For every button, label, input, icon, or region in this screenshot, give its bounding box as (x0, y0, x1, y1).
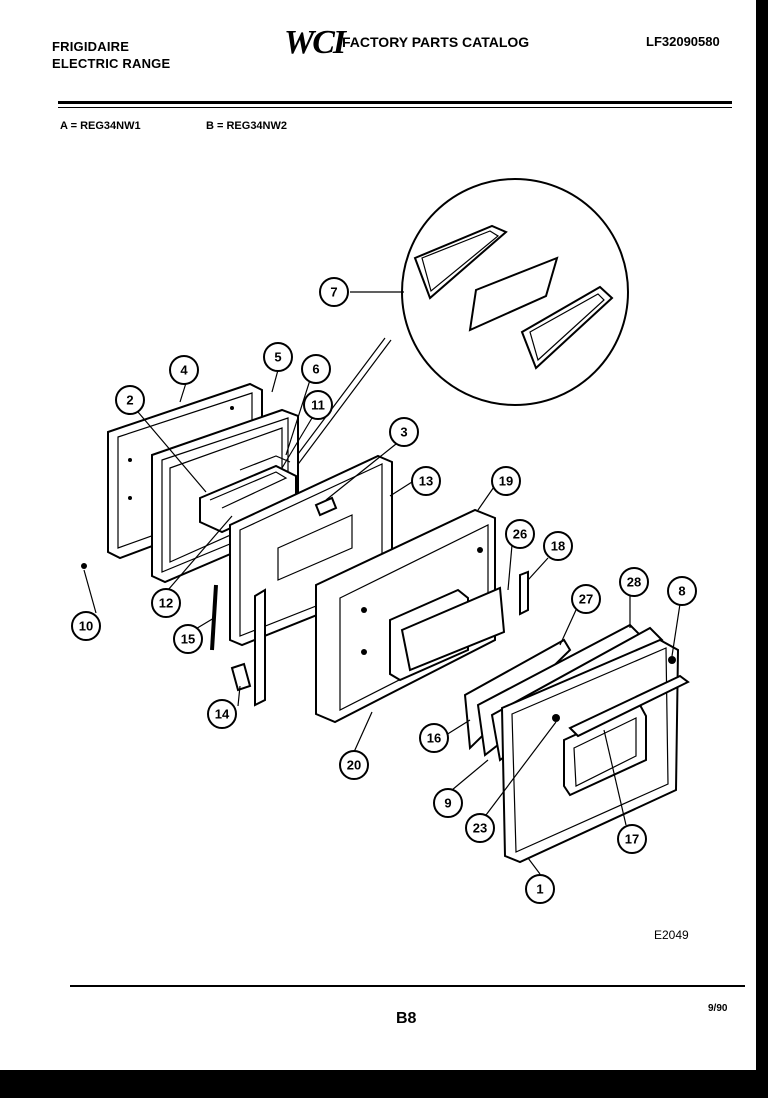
svg-text:2: 2 (126, 393, 133, 408)
callout-3: 3 (389, 417, 419, 447)
callout-23: 23 (465, 813, 495, 843)
svg-text:3: 3 (400, 425, 407, 440)
page-number: B8 (396, 1010, 417, 1027)
callout-7: 7 (319, 277, 349, 307)
exploded-door-diagram: 1 2 3 4 5 6 7 8 9 10 11 12 13 14 15 16 1… (71, 178, 697, 904)
revision-date: 9/90 (708, 1003, 728, 1014)
diagram-code: E2049 (654, 928, 689, 942)
callout-15: 15 (173, 624, 203, 654)
catalog-title: FACTORY PARTS CATALOG (342, 34, 530, 50)
callout-4: 4 (169, 355, 199, 385)
svg-text:28: 28 (627, 575, 641, 590)
callout-18: 18 (543, 531, 573, 561)
callout-17: 17 (617, 824, 647, 854)
header-rule-thick (58, 101, 732, 104)
product-type: ELECTRIC RANGE (52, 56, 171, 71)
callout-20: 20 (339, 750, 369, 780)
svg-text:26: 26 (513, 527, 527, 542)
svg-text:8: 8 (678, 584, 685, 599)
model-b-label: B = REG34NW2 (206, 120, 287, 132)
catalog-number: LF32090580 (646, 34, 720, 49)
callout-5: 5 (263, 342, 293, 372)
callout-8: 8 (667, 576, 697, 606)
svg-text:18: 18 (551, 539, 565, 554)
callout-10: 10 (71, 611, 101, 641)
front-door (500, 638, 690, 864)
bracket-18 (519, 570, 529, 616)
callout-13: 13 (411, 466, 441, 496)
footer-rule (70, 985, 745, 987)
callout-11: 11 (303, 390, 333, 420)
model-a-label: A = REG34NW1 (60, 120, 141, 132)
callout-28: 28 (619, 567, 649, 597)
brand-block: FRIGIDAIRE ELECTRIC RANGE (52, 38, 170, 72)
callout-12: 12 (151, 588, 181, 618)
callout-19: 19 (491, 466, 521, 496)
svg-text:17: 17 (625, 832, 639, 847)
hinge-parts (81, 563, 266, 707)
svg-text:23: 23 (473, 821, 487, 836)
svg-text:19: 19 (499, 474, 513, 489)
callout-2: 2 (115, 385, 145, 415)
svg-text:20: 20 (347, 758, 361, 773)
svg-text:16: 16 (427, 731, 441, 746)
svg-text:13: 13 (419, 474, 433, 489)
leader-lines (83, 369, 681, 875)
callout-9: 9 (433, 788, 463, 818)
outer-door-panel (315, 508, 506, 724)
detail-circle-7 (285, 178, 629, 476)
svg-text:11: 11 (311, 398, 325, 413)
callout-1: 1 (525, 874, 555, 904)
callout-14: 14 (207, 699, 237, 729)
callout-27: 27 (571, 584, 601, 614)
svg-text:4: 4 (180, 363, 188, 378)
svg-text:6: 6 (312, 362, 319, 377)
svg-text:27: 27 (579, 592, 593, 607)
brand-name: FRIGIDAIRE (52, 39, 130, 54)
callout-26: 26 (505, 519, 535, 549)
callout-16: 16 (419, 723, 449, 753)
catalog-page: FRIGIDAIRE ELECTRIC RANGE WCI FACTORY PA… (0, 0, 756, 1070)
wci-logo: WCI (284, 24, 346, 61)
svg-text:1: 1 (536, 882, 543, 897)
svg-text:12: 12 (159, 596, 173, 611)
callout-6: 6 (301, 354, 331, 384)
header-rule-thin (58, 107, 732, 108)
svg-text:14: 14 (215, 707, 230, 722)
svg-text:7: 7 (330, 285, 337, 300)
svg-text:10: 10 (79, 619, 93, 634)
svg-text:15: 15 (181, 632, 195, 647)
svg-text:9: 9 (444, 796, 451, 811)
svg-text:5: 5 (274, 350, 281, 365)
